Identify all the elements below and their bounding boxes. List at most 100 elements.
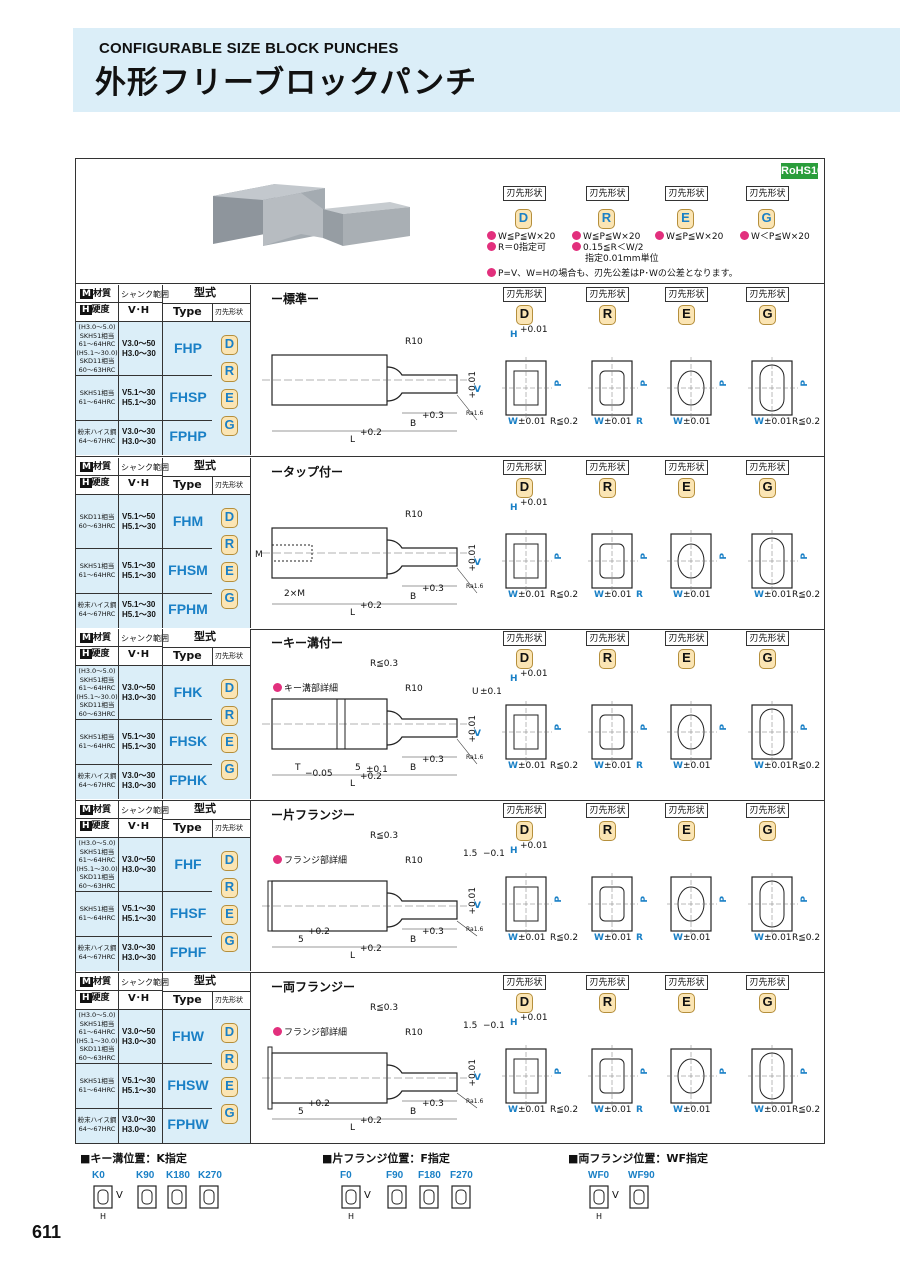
h-dimension: H bbox=[510, 503, 518, 513]
tip-tile-r: R bbox=[221, 878, 238, 898]
model-code-fhf: FHF bbox=[174, 855, 202, 872]
l-dimension: L bbox=[350, 435, 356, 445]
shape-tile-r: R bbox=[599, 305, 616, 325]
h-marker: H bbox=[348, 1212, 355, 1221]
cond-r-2: 0.15≦R＜W/2 bbox=[572, 242, 644, 254]
detail-radius: R≦0.3 bbox=[370, 659, 399, 669]
material-text: (H3.0～5.0) bbox=[78, 1011, 116, 1019]
vh-label: V･H bbox=[128, 649, 150, 660]
corner-radius-g: R≦0.2 bbox=[792, 761, 821, 771]
tip-tile-r: R bbox=[221, 1050, 238, 1070]
shape-label-r: 刃先形状 bbox=[586, 631, 629, 646]
m-icon: M bbox=[80, 462, 93, 472]
p-dimension: P bbox=[554, 896, 564, 903]
flange-tolerance: −0.1 bbox=[483, 1021, 505, 1031]
model-label: 型式 bbox=[194, 630, 216, 643]
u-dimension: U bbox=[472, 687, 479, 697]
material-text: 60～63HRC bbox=[78, 521, 116, 530]
rohs-badge: RoHS10 bbox=[781, 163, 824, 179]
pin-icon bbox=[487, 242, 496, 251]
p-dimension: P bbox=[554, 553, 564, 560]
l-tolerance: +0.2 bbox=[360, 1116, 382, 1126]
model-label: 型式 bbox=[194, 286, 216, 299]
material-text: 61～64HRC bbox=[78, 397, 116, 406]
shank-label: シャンク範囲 bbox=[121, 290, 169, 299]
corner-radius-d: R≦0.2 bbox=[550, 761, 579, 771]
material-text: 60～63HRC bbox=[78, 365, 116, 374]
p-dimension: P bbox=[800, 896, 810, 903]
shank-range: V3.0～30 bbox=[122, 426, 156, 436]
h-icon: H bbox=[80, 649, 92, 659]
shank-label: シャンク範囲 bbox=[121, 978, 169, 987]
front-view-d bbox=[502, 701, 552, 763]
t-tolerance: −0.05 bbox=[305, 769, 333, 779]
l-dimension: L bbox=[350, 608, 356, 618]
front-view-d bbox=[502, 357, 552, 419]
v-marker: V bbox=[116, 1190, 123, 1201]
tip-label: 刃先形状 bbox=[215, 481, 243, 489]
page-number: 611 bbox=[32, 1222, 62, 1242]
front-view-d bbox=[502, 530, 552, 592]
h-icon: H bbox=[80, 821, 92, 831]
h-dimension: H bbox=[510, 330, 518, 340]
grid-line bbox=[118, 458, 119, 628]
b-dimension: B bbox=[410, 763, 417, 773]
w-dimension: W±0.01 bbox=[754, 761, 792, 771]
cond-d: W≦P≦W×20 bbox=[487, 231, 555, 243]
l-tolerance: +0.2 bbox=[360, 601, 382, 611]
b-tolerance: +0.3 bbox=[422, 927, 444, 937]
front-view-d bbox=[502, 1045, 552, 1107]
h-dimension: H bbox=[510, 1018, 518, 1028]
v-dimension: V bbox=[474, 901, 481, 911]
roughness-label: Ra1.6 bbox=[466, 583, 484, 590]
h-marker: H bbox=[100, 1212, 107, 1221]
grid-line bbox=[118, 629, 119, 799]
material-text: 64～67HRC bbox=[78, 609, 116, 618]
h-marker: H bbox=[596, 1212, 603, 1221]
shape-tile-g: G bbox=[759, 305, 776, 325]
radius-label: R10 bbox=[405, 1028, 423, 1038]
grid-line bbox=[212, 476, 213, 495]
shank-range: V3.0～30 bbox=[122, 942, 156, 952]
p-dimension: P bbox=[800, 1068, 810, 1075]
b-tolerance: +0.3 bbox=[422, 584, 444, 594]
title-japanese: 外形フリーブロックパンチ bbox=[95, 65, 478, 101]
flange-tolerance: −0.1 bbox=[483, 849, 505, 859]
shape-tile-d: D bbox=[516, 993, 533, 1013]
row-divider bbox=[76, 420, 212, 421]
model-code-fphk: FPHK bbox=[168, 771, 208, 788]
grid-line bbox=[118, 801, 119, 971]
flange-offset: 5 bbox=[298, 935, 304, 945]
material-text: (H3.0～5.0) bbox=[78, 323, 116, 331]
type-label: Type bbox=[173, 478, 202, 491]
v-tolerance: +0.01 bbox=[468, 715, 478, 743]
flange-position-label: ■片フランジ位置：F指定 bbox=[322, 1152, 450, 1165]
pin-icon bbox=[655, 231, 664, 240]
material-text: SKH51相当 bbox=[79, 847, 115, 856]
shape-tile-d: D bbox=[515, 209, 532, 229]
shank-range: H5.1～30 bbox=[122, 397, 156, 407]
position-icon-wf90 bbox=[629, 1185, 649, 1209]
grid-line bbox=[250, 285, 251, 455]
position-code-k270: K270 bbox=[198, 1170, 222, 1181]
position-code-f0: F0 bbox=[340, 1170, 352, 1181]
shank-range: H5.1～30 bbox=[122, 913, 156, 923]
shank-range: H5.1～30 bbox=[122, 570, 156, 580]
w-dimension: W±0.01 bbox=[508, 761, 546, 771]
detail-radius: R≦0.3 bbox=[370, 1003, 399, 1013]
pin-icon bbox=[273, 1027, 282, 1036]
position-icon-wf0 bbox=[589, 1185, 609, 1209]
grid-line bbox=[212, 819, 213, 838]
section-title: ー標準ー bbox=[271, 292, 320, 306]
shape-label-e: 刃先形状 bbox=[665, 460, 708, 475]
tip-tile-d: D bbox=[221, 1023, 238, 1043]
position-icon-f270 bbox=[451, 1185, 471, 1209]
material-text: SKD11相当 bbox=[79, 701, 115, 709]
shank-label: シャンク範囲 bbox=[121, 634, 169, 643]
side-view-drawing bbox=[262, 354, 478, 432]
front-view-g bbox=[748, 873, 798, 935]
material-text: 60～63HRC bbox=[78, 881, 116, 890]
